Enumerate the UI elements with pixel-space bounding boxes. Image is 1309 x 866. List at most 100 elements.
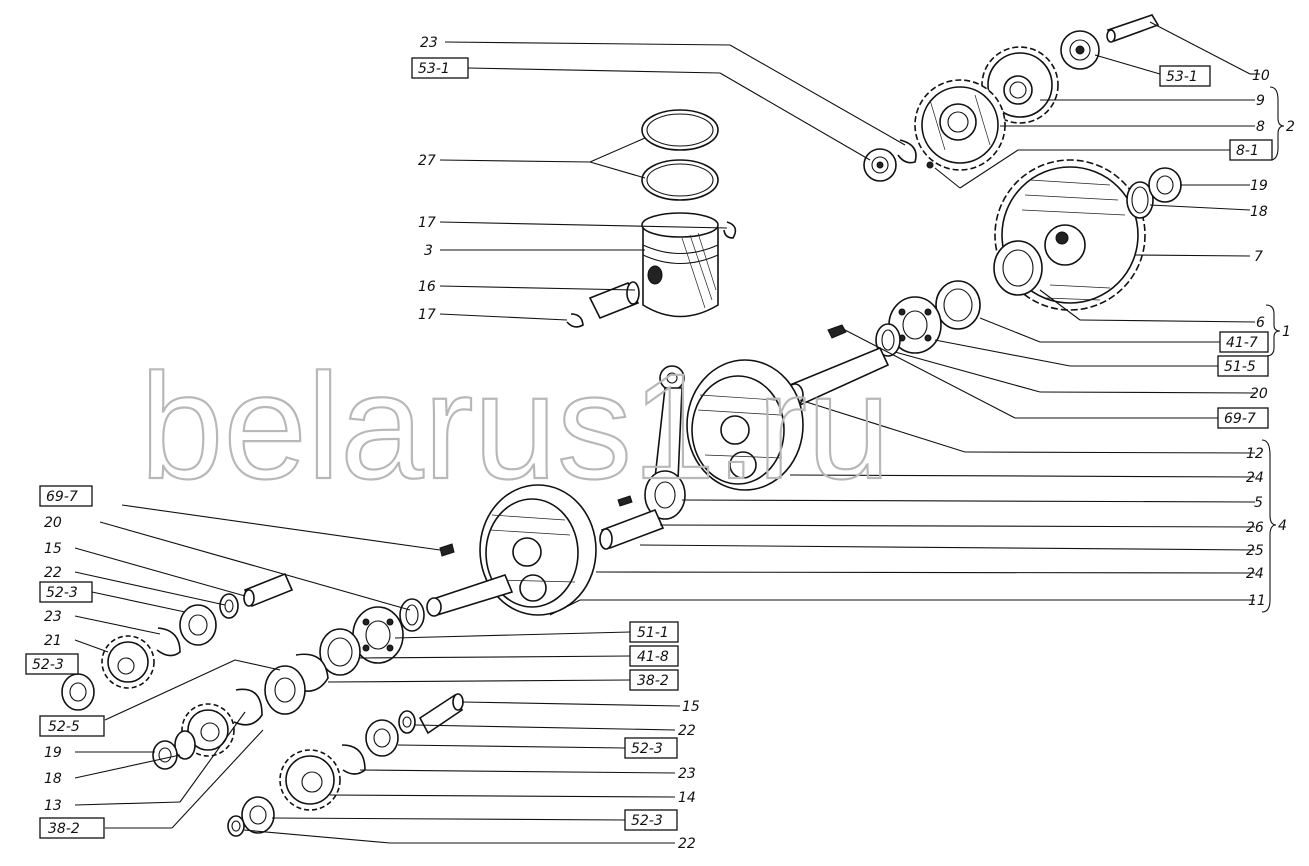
label-24-upper: 24 (1246, 470, 1264, 486)
bearing-53-1-top (1060, 30, 1100, 70)
pin-15-upper (243, 572, 294, 608)
label-8: 8 (1256, 119, 1265, 135)
label-box-41-8 (629, 645, 679, 667)
label-53-1-left: 53-1 (418, 61, 450, 77)
washer-22-middle (398, 710, 416, 734)
label-21: 21 (44, 633, 62, 649)
label-18-left: 18 (44, 771, 62, 787)
bearing-52-3-bottom (241, 796, 275, 834)
label-3: 3 (424, 243, 433, 259)
washer-20-right (875, 323, 901, 357)
gear-8 (914, 79, 1006, 171)
label-group-2: 2 (1286, 119, 1295, 135)
bearing-52-5 (264, 665, 306, 715)
key-8-1 (926, 161, 934, 169)
connecting-rod (644, 365, 686, 520)
label-box-69-7-right (1217, 407, 1269, 429)
ring-18 (1126, 181, 1154, 219)
label-7: 7 (1254, 249, 1263, 265)
label-19-left: 19 (44, 745, 62, 761)
bearing-41-7 (935, 280, 981, 330)
washer-22-bottom (227, 815, 245, 837)
key-26 (617, 495, 633, 507)
piston-pin (588, 281, 640, 320)
label-box-8-1 (1229, 139, 1273, 161)
label-11: 11 (1248, 593, 1266, 609)
label-box-41-7 (1219, 331, 1269, 353)
label-group-1: 1 (1282, 324, 1291, 340)
gear-9 (981, 46, 1059, 124)
label-20-right: 20 (1250, 386, 1268, 402)
piston-ring-upper (641, 109, 719, 151)
label-27: 27 (418, 153, 436, 169)
label-18-right: 18 (1250, 204, 1268, 220)
crank-pin-25 (599, 508, 665, 550)
label-52-5: 52-5 (48, 719, 80, 735)
shaft-10 (1106, 14, 1160, 43)
ring-18-left (174, 730, 196, 760)
piston (641, 212, 719, 318)
label-23-top: 23 (420, 35, 438, 51)
label-box-53-1-left (411, 57, 469, 79)
label-19-right: 19 (1250, 178, 1268, 194)
label-17-upper: 17 (418, 215, 436, 231)
nut-19-left (152, 740, 178, 770)
label-10: 10 (1252, 68, 1270, 84)
crankshaft-11 (426, 574, 514, 617)
gear-14 (279, 749, 341, 811)
label-14: 14 (678, 790, 696, 806)
snap-ring-23-top (897, 139, 917, 164)
label-9: 9 (1256, 93, 1265, 109)
bearing-52-3-middle (365, 719, 399, 757)
label-52-3-bottom: 52-3 (631, 813, 663, 829)
label-box-52-3-middle (624, 737, 678, 759)
label-25: 25 (1246, 543, 1264, 559)
piston-pin-circlip-upper (723, 221, 737, 239)
label-6: 6 (1256, 315, 1265, 331)
label-17-lower: 17 (418, 307, 436, 323)
label-20-left: 20 (44, 515, 62, 531)
piston-ring-lower (641, 159, 719, 201)
label-69-7-left: 69-7 (46, 489, 78, 505)
crank-web-right (686, 359, 804, 491)
label-51-5: 51-5 (1224, 359, 1256, 375)
label-13: 13 (44, 798, 62, 814)
pin-15-lower (418, 693, 464, 735)
label-52-3-upper: 52-3 (46, 585, 78, 601)
label-box-52-3-upper (39, 581, 93, 603)
bearing-51-1 (352, 606, 404, 664)
nut-19 (1148, 167, 1182, 203)
label-22-bottom: 22 (678, 836, 696, 852)
label-26: 26 (1246, 520, 1264, 536)
label-38-2-left: 38-2 (48, 821, 80, 837)
label-box-52-3-left (25, 653, 79, 675)
bearing-52-3-left (61, 673, 95, 711)
washer-22-upper (219, 593, 239, 619)
label-41-7: 41-7 (1226, 335, 1258, 351)
bearing-6 (993, 240, 1043, 296)
label-52-3-middle: 52-3 (631, 741, 663, 757)
label-22-middle: 22 (678, 723, 696, 739)
label-69-7-right: 69-7 (1224, 411, 1256, 427)
label-16: 16 (418, 279, 436, 295)
label-8-1: 8-1 (1236, 143, 1259, 159)
key-69-7-left (439, 543, 455, 557)
label-38-2-right: 38-2 (637, 673, 669, 689)
label-41-8: 41-8 (637, 649, 669, 665)
label-box-52-3-bottom (624, 809, 678, 831)
brace-group-2 (1269, 86, 1285, 161)
label-24-lower: 24 (1246, 566, 1264, 582)
crank-web-left (479, 484, 597, 616)
bearing-52-3-upper (179, 604, 217, 646)
label-box-51-1 (629, 621, 679, 643)
label-box-69-7-left (39, 485, 93, 507)
brace-group-4 (1261, 439, 1277, 613)
bearing-53-1-left (863, 148, 897, 182)
label-23-left: 23 (44, 609, 62, 625)
label-group-4: 4 (1278, 518, 1287, 534)
key-69-7-right (827, 324, 847, 339)
washer-20-left (399, 598, 425, 632)
label-23-lower: 23 (678, 766, 696, 782)
label-53-1-right: 53-1 (1166, 69, 1198, 85)
